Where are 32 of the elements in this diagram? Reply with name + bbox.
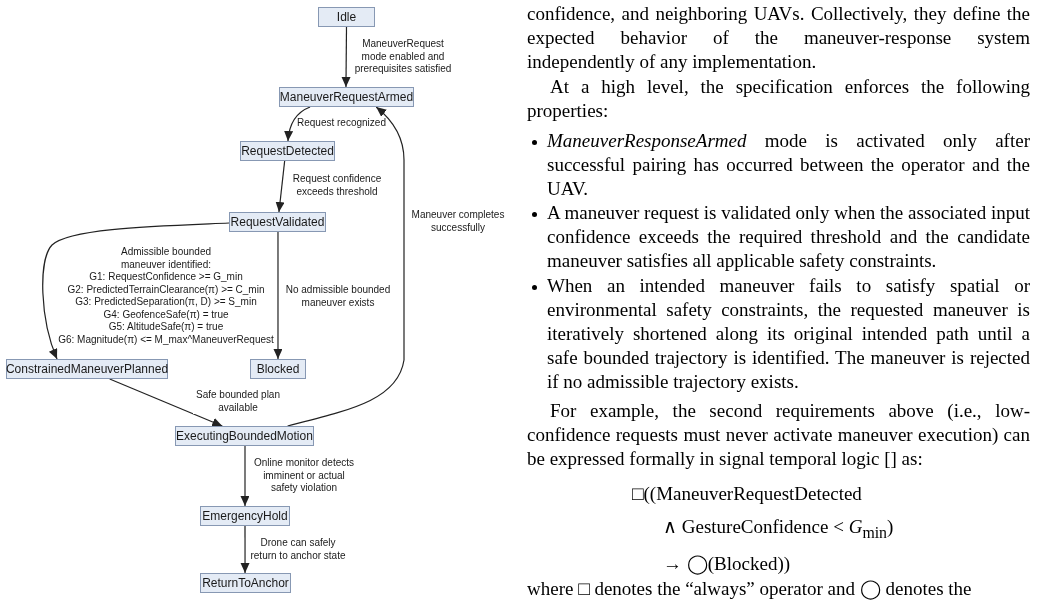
state-box: ReturnToAnchor: [200, 573, 291, 593]
body-text-line: where □ denotes the “always” operator and ◯ denotes the: [527, 577, 972, 600]
edge-label: Admissible bounded maneuver identified: G1: RequestConfidence >= G_min G2: PredictedTerrainClearance(π) >= C_min G3: PredictedSeparation(π, D) >= S_min G4: GeofenceSafe(π) = true G5: AltitudeSafe(π) = true G6: Magnitude(π) <= M_max^ManeuverRequest: [58, 246, 274, 346]
state-box: EmergencyHold: [200, 506, 290, 526]
edge-label: Request recognized: [297, 117, 386, 130]
arrow: [42, 222, 230, 360]
arrow: [287, 106, 405, 427]
formula-line: □((ManeuverRequestDetected: [632, 482, 862, 506]
arrow: [240, 445, 250, 507]
bullet-item-text: A maneuver request is validated only when the associated input confidence exceeds the required threshold and the candidate maneuver satisfies all applicable safety constraints.: [547, 201, 1030, 273]
state-box: ConstrainedManeuverPlanned: [6, 359, 168, 379]
arrow: [341, 26, 351, 88]
body-paragraph: For example, the second requirements above (i.e., low-confidence requests must never activate maneuver execution) can be expressed formally in signal temporal logic [] as:: [527, 399, 1030, 471]
bullet-item-text: ManeuverResponseArmed mode is activated only after successful pairing has occurred between the operator and the UAV.: [547, 129, 1030, 201]
arrow: [275, 160, 286, 213]
state-box: ExecutingBoundedMotion: [175, 426, 314, 446]
state-box: RequestValidated: [229, 212, 326, 232]
state-box: Blocked: [250, 359, 306, 379]
edge-label: Drone can safely return to anchor state: [249, 537, 347, 562]
arrow: [273, 231, 283, 360]
formula-line: → ◯(Blocked)): [663, 551, 791, 576]
arrow: [109, 378, 223, 427]
bullet-item-text: When an intended maneuver fails to satisfy spatial or environmental safety constraints, the requested maneuver is iteratively shortened along its original intended path until a safe bounded trajectory is identified. The maneuver is rejected if no admissible trajectory exists.: [547, 274, 1030, 394]
arrow: [240, 525, 250, 574]
formula-line: ∧ GestureConfidence < G$_{min}$): [663, 515, 894, 543]
arrow: [284, 106, 311, 142]
body-paragraph: At a high level, the specification enforces the following properties:: [527, 75, 1030, 123]
state-box: RequestDetected: [240, 141, 335, 161]
body-paragraph: confidence, and neighboring UAVs. Collectively, they define the expected behavior of the maneuver-response system independently of any implementation.: [527, 2, 1030, 74]
state-box: Idle: [318, 7, 375, 27]
edge-label: Safe bounded plan available: [193, 389, 283, 414]
state-box: ManeuverRequestArmed: [279, 87, 414, 107]
